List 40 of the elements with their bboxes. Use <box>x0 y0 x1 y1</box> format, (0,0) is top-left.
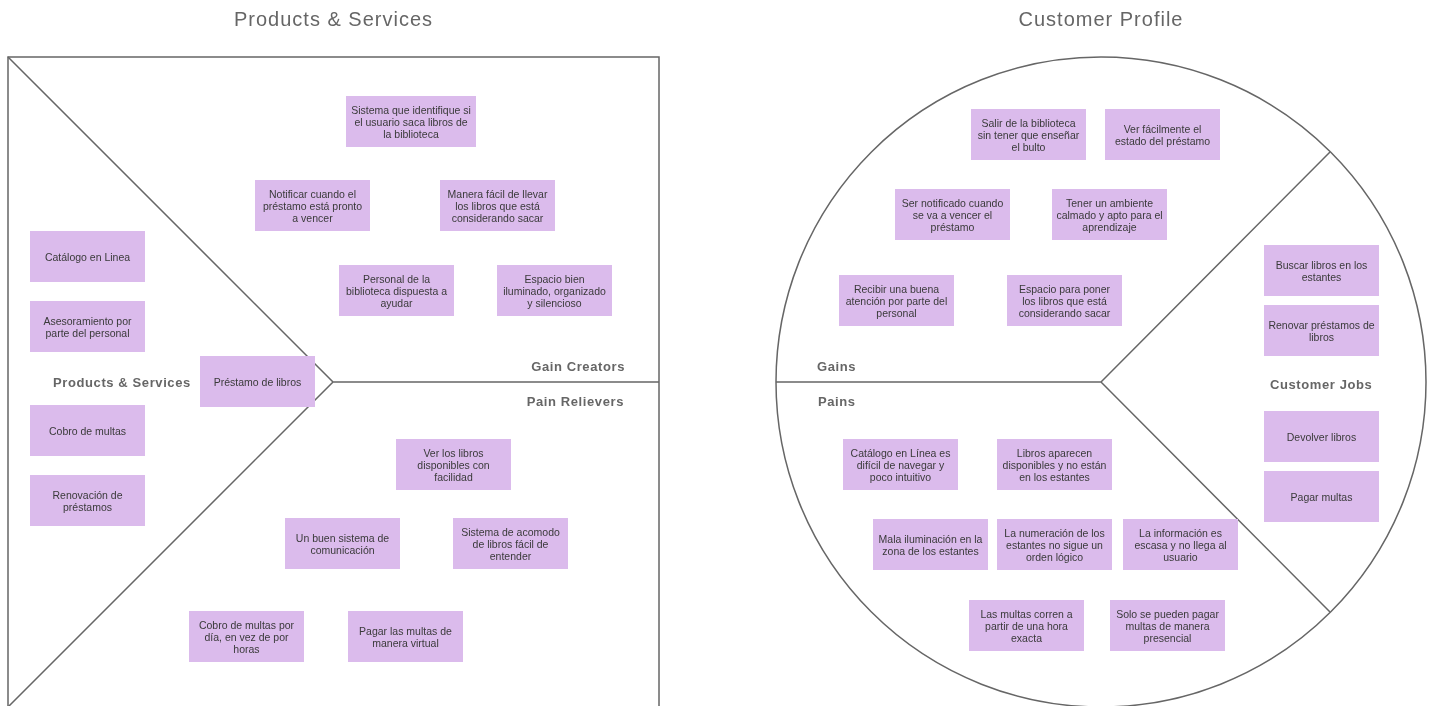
section-label: Customer Jobs <box>1270 376 1373 392</box>
sticky-note: Sistema de acomodo de libros fácil de entender <box>453 518 568 569</box>
sticky-note: Pagar multas <box>1264 471 1379 522</box>
sticky-note: Espacio para poner los libros que está considerando sacar <box>1007 275 1122 326</box>
sticky-note: Pagar las multas de manera virtual <box>348 611 463 662</box>
section-label: Pain Relievers <box>526 393 624 409</box>
sticky-note: Ser notificado cuando se va a vencer el préstamo <box>895 189 1010 240</box>
sticky-note: La información es escasa y no llega al usuario <box>1123 519 1238 570</box>
sticky-note: Catálogo en Linea <box>30 231 145 282</box>
sticky-note: Cobro de multas <box>30 405 145 456</box>
sticky-note: Buscar libros en los estantes <box>1264 245 1379 296</box>
sticky-note: Mala iluminación en la zona de los estantes <box>873 519 988 570</box>
sticky-note: Recibir una buena atención por parte del personal <box>839 275 954 326</box>
sticky-note: Personal de la biblioteca dispuesta a ayudar <box>339 265 454 316</box>
sticky-note: Un buen sistema de comunicación <box>285 518 400 569</box>
section-label: Pains <box>818 393 856 409</box>
sticky-note: Notificar cuando el préstamo está pronto a vencer <box>255 180 370 231</box>
sticky-note: Tener un ambiente calmado y apto para el aprendizaje <box>1052 189 1167 240</box>
sticky-note: Solo se pueden pagar multas de manera presencial <box>1110 600 1225 651</box>
section-label: Gains <box>817 358 857 374</box>
sticky-note: Libros aparecen disponibles y no están en los estantes <box>997 439 1112 490</box>
sticky-note: Préstamo de libros <box>200 356 315 407</box>
section-label: Gain Creators <box>531 358 625 374</box>
sticky-note: Las multas corren a partir de una hora exacta <box>969 600 1084 651</box>
sticky-note: Renovación de préstamos <box>30 475 145 526</box>
sticky-note: Devolver libros <box>1264 411 1379 462</box>
sticky-note: La numeración de los estantes no sigue un orden lógico <box>997 519 1112 570</box>
sticky-note: Asesoramiento por parte del personal <box>30 301 145 352</box>
sticky-note: Ver los libros disponibles con facilidad <box>396 439 511 490</box>
sticky-note: Sistema que identifique si el usuario saca libros de la biblioteca <box>346 96 476 147</box>
sticky-note: Salir de la biblioteca sin tener que enseñar el bulto <box>971 109 1086 160</box>
sticky-note: Cobro de multas por día, en vez de por horas <box>189 611 304 662</box>
section-label: Products & Services <box>53 374 191 390</box>
sticky-note: Renovar préstamos de libros <box>1264 305 1379 356</box>
sticky-note: Catálogo en Línea es difícil de navegar y poco intuitivo <box>843 439 958 490</box>
sticky-note: Espacio bien iluminado, organizado y silencioso <box>497 265 612 316</box>
sticky-note: Manera fácil de llevar los libros que está considerando sacar <box>440 180 555 231</box>
section-heading: Products & Services <box>233 8 434 31</box>
section-heading: Customer Profile <box>1018 8 1184 31</box>
sticky-note: Ver fácilmente el estado del préstamo <box>1105 109 1220 160</box>
